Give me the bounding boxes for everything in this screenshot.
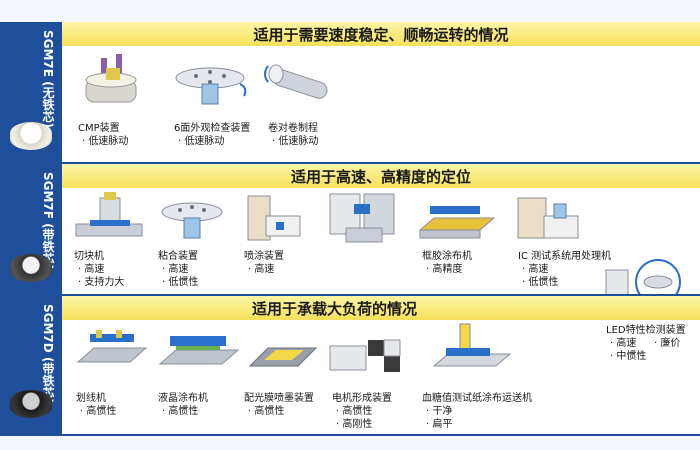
section-content: 划线机 · 高惯性 液晶涂布机 · 高惯性 配光膜喷墨装置 · 高惯性 bbox=[62, 320, 700, 434]
app-attr: · 高速 bbox=[610, 338, 637, 349]
dispenser-table-icon bbox=[418, 206, 496, 239]
motor-icon bbox=[10, 254, 52, 282]
side-label: SGM7E (无铁芯) bbox=[41, 30, 55, 129]
app-name: 切块机 bbox=[74, 251, 104, 262]
cmp-machine-icon bbox=[85, 54, 137, 103]
app-attr: · 高惯性 bbox=[248, 406, 285, 417]
banner-title: 适用于需要速度稳定、顺畅运转的情况 bbox=[253, 26, 509, 44]
app-item: 液晶涂布机 · 高惯性 bbox=[158, 392, 208, 418]
banner: 适用于承载大负荷的情况 bbox=[62, 296, 700, 321]
app-attr: · 低速脉动 bbox=[272, 136, 319, 147]
app-attr: · 高惯性 bbox=[80, 406, 117, 417]
section-sgm7e: SGM7E (无铁芯) 适用于需要速度稳定、顺畅运转的情况 CMP装置 · 低速… bbox=[0, 22, 700, 162]
app-name: 框胶涂布机 bbox=[422, 251, 472, 262]
inspection-table-icon bbox=[175, 67, 247, 105]
inkjet-device-icon bbox=[248, 347, 318, 367]
banner-title: 适用于高速、高精度的定位 bbox=[290, 168, 471, 186]
app-attr: · 高速 bbox=[248, 264, 275, 275]
app-name: 粘合装置 bbox=[158, 251, 198, 262]
app-name: 喷涂装置 bbox=[244, 251, 284, 262]
app-name: CMP装置 bbox=[78, 123, 120, 134]
app-attr: · 高精度 bbox=[426, 264, 463, 275]
motor-icon bbox=[10, 122, 52, 150]
app-attr: · 低惯性 bbox=[162, 277, 199, 288]
side-label: SGM7F (带铁芯) bbox=[41, 172, 55, 271]
section-side-bar: SGM7F (带铁芯) bbox=[0, 164, 62, 294]
dicing-machine-icon bbox=[75, 192, 143, 237]
section-sgm7f: SGM7F (带铁芯) 适用于高速、高精度的定位 切块机 · 高速 · 支持力大 bbox=[0, 164, 700, 305]
app-attr: · 扁平 bbox=[426, 419, 453, 430]
banner: 适用于高速、高精度的定位 bbox=[62, 164, 700, 189]
app-name: 划线机 bbox=[76, 393, 106, 404]
app-attr: · 高惯性 bbox=[336, 406, 373, 417]
scribe-machine-icon bbox=[76, 330, 148, 363]
app-attr: · 低惯性 bbox=[522, 277, 559, 288]
bonding-table-icon bbox=[161, 202, 223, 239]
banner: 适用于需要速度稳定、顺畅运转的情况 bbox=[62, 22, 700, 47]
app-attr: · 低速脉动 bbox=[82, 136, 129, 147]
app-item: IC 测试系统用处理机 · 高速 · 低惯性 bbox=[518, 250, 611, 289]
app-item: 框胶涂布机 · 高精度 bbox=[422, 250, 472, 276]
app-name: 液晶涂布机 bbox=[158, 393, 208, 404]
led-tester-icon bbox=[605, 259, 681, 305]
section-side-bar: SGM7D (带铁芯) bbox=[0, 296, 62, 434]
banner-title: 适用于承载大负荷的情况 bbox=[252, 300, 418, 318]
app-item: 6面外观检查装置 · 低速脉动 bbox=[174, 122, 250, 148]
section-divider bbox=[0, 162, 700, 164]
app-name: 卷对卷制程 bbox=[268, 123, 318, 134]
assembly-unit-icon bbox=[329, 193, 395, 243]
app-name: 配光膜喷墨装置 bbox=[244, 393, 314, 404]
side-label: SGM7D (带铁芯) bbox=[41, 304, 55, 404]
motor-icon bbox=[10, 390, 52, 418]
app-attr: · 廉价 bbox=[654, 338, 681, 349]
app-attr: · 高惯性 bbox=[162, 406, 199, 417]
section-content: CMP装置 · 低速脉动 6面外观检查装置 · 低速脉动 卷对卷制程 bbox=[62, 46, 700, 162]
app-name: IC 测试系统用处理机 bbox=[518, 251, 612, 262]
app-item: CMP装置 · 低速脉动 bbox=[78, 122, 128, 148]
lcd-coater-icon bbox=[158, 336, 240, 365]
app-item: 卷对卷制程 · 低速脉动 bbox=[268, 122, 318, 148]
ic-handler-icon bbox=[517, 197, 579, 239]
section-divider bbox=[0, 434, 700, 436]
app-attr: · 中惯性 bbox=[610, 351, 647, 362]
section-sgm7d: SGM7D (带铁芯) 适用于承载大负荷的情况 划线机 · 高惯性 液晶涂布机 bbox=[0, 296, 700, 434]
app-item: 粘合装置 · 高速 · 低惯性 bbox=[158, 250, 198, 289]
app-attr: · 高速 bbox=[522, 264, 549, 275]
app-name: LED特性检测装置 bbox=[606, 325, 686, 336]
app-attr: · 高速 bbox=[78, 264, 105, 275]
roll-to-roll-icon bbox=[264, 64, 328, 99]
app-item-led: LED特性检测装置 · 高速 · 廉价 · 中惯性 bbox=[606, 324, 698, 363]
app-item: 配光膜喷墨装置 · 高惯性 bbox=[244, 392, 314, 418]
section-content: 切块机 · 高速 · 支持力大 粘合装置 · 高速 · 低惯性 喷涂装置 bbox=[62, 188, 700, 305]
app-attr: · 高速 bbox=[162, 264, 189, 275]
app-attr: · 干净 bbox=[426, 406, 453, 417]
app-attr: · 低速脉动 bbox=[178, 136, 225, 147]
app-item: 喷涂装置 · 高速 bbox=[244, 250, 284, 276]
section-side-bar: SGM7E (无铁芯) bbox=[0, 22, 62, 162]
motor-forming-icon bbox=[329, 339, 401, 372]
app-name: 电机形成装置 bbox=[332, 393, 392, 404]
test-strip-conveyor-icon bbox=[432, 323, 512, 367]
app-name: 6面外观检查装置 bbox=[174, 123, 251, 134]
spray-machine-icon bbox=[247, 195, 301, 241]
app-attr: · 支持力大 bbox=[78, 277, 125, 288]
app-item: 划线机 · 高惯性 bbox=[76, 392, 116, 418]
section-divider bbox=[0, 294, 700, 296]
app-attr: · 高刚性 bbox=[336, 419, 373, 430]
app-item: 切块机 · 高速 · 支持力大 bbox=[74, 250, 124, 289]
app-name: 血糖值测试纸涂布运送机 bbox=[422, 393, 532, 404]
app-item: 血糖值测试纸涂布运送机 · 干净 · 扁平 bbox=[422, 392, 532, 431]
app-item: 电机形成装置 · 高惯性 · 高刚性 bbox=[332, 392, 392, 431]
